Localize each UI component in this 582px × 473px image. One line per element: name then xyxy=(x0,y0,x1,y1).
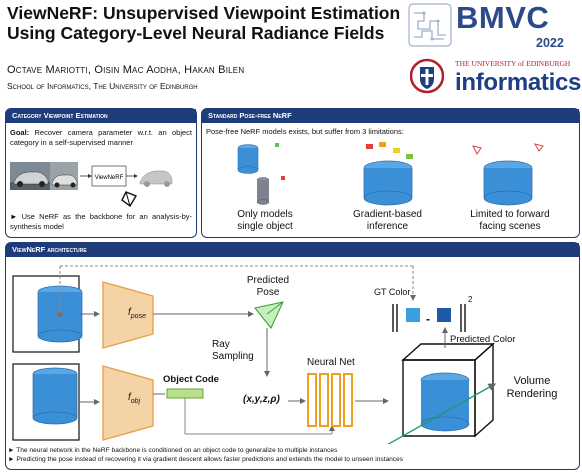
affiliation: School of Informatics, The University of… xyxy=(7,81,198,91)
viewpoint-illustration: ViewNeRF xyxy=(10,162,173,208)
bmvc-year: 2022 xyxy=(536,36,564,50)
gradient-cylinder xyxy=(363,142,413,206)
limitation-3-line2: facing scenes xyxy=(479,221,541,232)
object-code-label: Object Code xyxy=(163,374,219,385)
camera-pose-icon xyxy=(254,301,284,329)
volume-cube xyxy=(387,342,497,444)
gt-color-label: GT Color xyxy=(374,287,411,297)
architecture-notes: ► The neural network in the NeRF backbon… xyxy=(8,446,403,464)
minus-sign: - xyxy=(426,312,430,326)
limitation-1-line1: Only models xyxy=(237,209,293,220)
limitation-2-line1: Gradient-based xyxy=(353,209,422,220)
f-pose-label: fpose xyxy=(128,307,146,320)
goal-label: Goal: xyxy=(10,128,30,137)
architecture-diagram xyxy=(12,265,497,444)
limitations-intro: Pose-free NeRF models exists, but suffer… xyxy=(206,127,404,136)
informatics-logo: informatics xyxy=(455,69,582,96)
university-crest-icon xyxy=(410,58,444,94)
university-name: THE UNIVERSITY of EDINBURGH xyxy=(455,59,571,68)
architecture-panel-title: ViewNeRF architecture xyxy=(6,243,579,257)
pose-encoder xyxy=(102,281,154,349)
f-obj-label: fobj xyxy=(128,392,141,405)
neural-net-label: Neural Net xyxy=(307,357,355,368)
paper-title: ViewNeRF: Unsupervised Viewpoint Estimat… xyxy=(7,3,401,43)
limitations-illustration xyxy=(237,142,544,206)
limitation-3-line1: Limited to forward xyxy=(470,209,550,220)
predicted-color-swatch xyxy=(437,308,451,322)
camera-icon xyxy=(121,191,138,208)
goal-text: Recover camera parameter w.r.t. an objec… xyxy=(10,128,192,147)
limitation-1-caption: Only models single object xyxy=(225,209,305,233)
bmvc-logo-icon xyxy=(408,3,452,47)
viewpoint-bullet: ► Use NeRF as the backbone for an analys… xyxy=(10,212,192,231)
input-cylinder-obj xyxy=(32,367,78,425)
standard-nerf-panel-title: Standard Pose-free NeRF xyxy=(202,109,579,123)
xyz-label: (x,y,z,ρ) xyxy=(243,394,280,405)
neural-net-layers xyxy=(307,373,353,427)
gt-color-swatch xyxy=(406,308,420,322)
note-2: ► Predicting the pose instead of recover… xyxy=(8,456,404,463)
viewnerf-box-label: ViewNeRF xyxy=(95,175,124,181)
architecture-panel: ViewNeRF architecture xyxy=(5,242,580,470)
authors: Octave Mariotti, Oisin Mac Aodha, Hakan … xyxy=(7,64,245,76)
limitation-1-line2: single object xyxy=(237,221,293,232)
forward-facing-cylinder xyxy=(472,143,544,206)
note-1: ► The neural network in the NeRF backbon… xyxy=(8,447,338,454)
limitation-2-line2: inference xyxy=(366,221,409,232)
goal-text-block: Goal: Recover camera parameter w.r.t. an… xyxy=(10,128,192,148)
object-code-bar xyxy=(166,388,204,399)
exponent: 2 xyxy=(468,295,473,304)
limitation-3-caption: Limited to forward facing scenes xyxy=(455,209,565,233)
limitation-2-caption: Gradient-based inference xyxy=(340,209,435,233)
viewpoint-panel-title: Category Viewpoint Estimation xyxy=(6,109,196,123)
bmvc-logo-text: BMVC xyxy=(456,0,550,35)
predicted-color-label: Predicted Color xyxy=(450,334,516,345)
single-object-cylinders xyxy=(237,143,285,205)
obj-encoder xyxy=(102,365,154,441)
